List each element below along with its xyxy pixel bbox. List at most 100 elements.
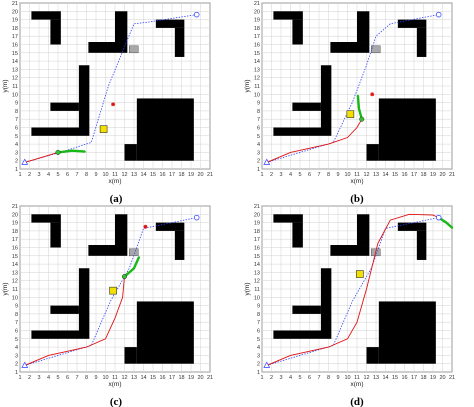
obstacle-d [320,268,332,331]
y-tick-label-a: 11 [12,84,18,90]
y-tick-label-d: 13 [254,270,260,276]
obstacle-b [320,65,332,128]
obstacle-c [50,305,79,314]
y-tick-label-d: 10 [254,295,260,301]
x-tick-label-d: 15 [392,375,398,381]
y-tick-label-b: 13 [254,67,260,73]
x-tick-label-b: 6 [308,172,311,178]
x-tick-label-d: 1 [260,375,263,381]
x-tick-label-c: 12 [121,375,127,381]
obstacle-d [378,301,436,364]
y-tick-label-c: 18 [12,229,18,235]
x-tick-label-c: 19 [188,375,194,381]
y-tick-label-c: 15 [12,254,18,260]
x-tick-label-d: 18 [420,375,426,381]
y-tick-label-c: 20 [12,212,18,218]
obstacle-c [155,222,185,231]
obstacle-a [78,65,90,128]
x-tick-label-b: 15 [392,172,398,178]
x-tick-label-d: 21 [449,375,455,381]
x-tick-label-c: 9 [94,375,97,381]
y-tick-label-a: 15 [12,51,18,57]
planned-path-b [266,14,439,163]
obstacle-a [136,98,194,161]
y-tick-label-d: 15 [254,254,260,260]
gray-box-b [371,45,381,54]
y-tick-label-b: 10 [254,92,260,98]
y-tick-label-a: 1 [15,167,18,173]
y-tick-label-d: 11 [254,287,260,293]
obstacle-b [397,19,427,28]
y-tick-label-b: 9 [257,101,260,107]
y-tick-label-a: 8 [15,109,18,115]
x-tick-label-a: 12 [121,172,127,178]
goal-marker-a [193,11,200,18]
x-tick-label-b: 10 [344,172,350,178]
x-tick-label-b: 11 [354,172,360,178]
obstacle-a [50,102,79,111]
x-tick-label-c: 13 [131,375,137,381]
y-tick-label-b: 19 [254,18,260,24]
y-tick-label-d: 7 [257,320,260,326]
robot-a [55,149,61,155]
x-tick-label-a: 3 [37,172,40,178]
y-tick-label-c: 16 [12,246,18,252]
start-marker-c [21,361,29,368]
obstacle-d [273,214,303,223]
y-axis-label-c: y(m) [2,283,9,296]
start-marker-d [263,361,271,368]
y-tick-label-d: 1 [257,370,260,376]
x-tick-label-c: 14 [140,375,146,381]
obstacle-c [136,301,194,364]
x-tick-label-b: 12 [363,172,369,178]
x-tick-label-a: 13 [131,172,137,178]
x-tick-label-a: 9 [94,172,97,178]
y-tick-label-d: 3 [257,353,260,359]
y-tick-label-c: 6 [15,329,18,335]
x-tick-label-d: 17 [411,375,417,381]
y-tick-label-d: 12 [254,279,260,285]
sensor-arc-b [356,94,363,121]
y-tick-label-a: 12 [12,76,18,82]
x-tick-label-d: 12 [363,375,369,381]
sensor-arc-a [56,149,86,154]
y-tick-label-a: 21 [12,1,18,7]
y-tick-label-b: 16 [254,43,260,49]
y-tick-label-c: 21 [12,204,18,210]
x-axis-label-a: x(m) [109,178,122,185]
y-tick-label-b: 15 [254,51,260,57]
start-marker-b [263,158,271,165]
goal-marker-b [435,11,442,18]
x-tick-label-c: 2 [28,375,31,381]
x-tick-label-b: 20 [439,172,445,178]
robot-b [359,116,365,122]
caption-b: (b) [350,193,364,205]
sensor-arc-d [437,216,454,229]
y-tick-label-d: 2 [257,362,260,368]
x-tick-label-c: 10 [102,375,108,381]
obstacle-b [273,127,332,136]
y-tick-label-b: 6 [257,126,260,132]
y-tick-label-c: 14 [12,262,18,268]
x-tick-label-d: 13 [373,375,379,381]
x-tick-label-c: 1 [18,375,21,381]
y-axis-label-d: y(m) [244,283,251,296]
x-tick-label-a: 6 [66,172,69,178]
obstacle-c [31,330,90,339]
x-tick-label-c: 15 [150,375,156,381]
moving-obstacle-a [99,125,108,133]
y-tick-label-c: 9 [15,304,18,310]
obstacle-b [357,11,370,43]
x-tick-label-c: 18 [178,375,184,381]
x-tick-label-b: 13 [373,172,379,178]
x-tick-label-d: 2 [270,375,273,381]
start-marker-a [21,158,29,165]
y-tick-label-b: 12 [254,76,260,82]
x-tick-label-d: 11 [354,375,360,381]
x-tick-label-c: 4 [47,375,50,381]
x-tick-label-a: 21 [207,172,213,178]
x-tick-label-a: 18 [178,172,184,178]
